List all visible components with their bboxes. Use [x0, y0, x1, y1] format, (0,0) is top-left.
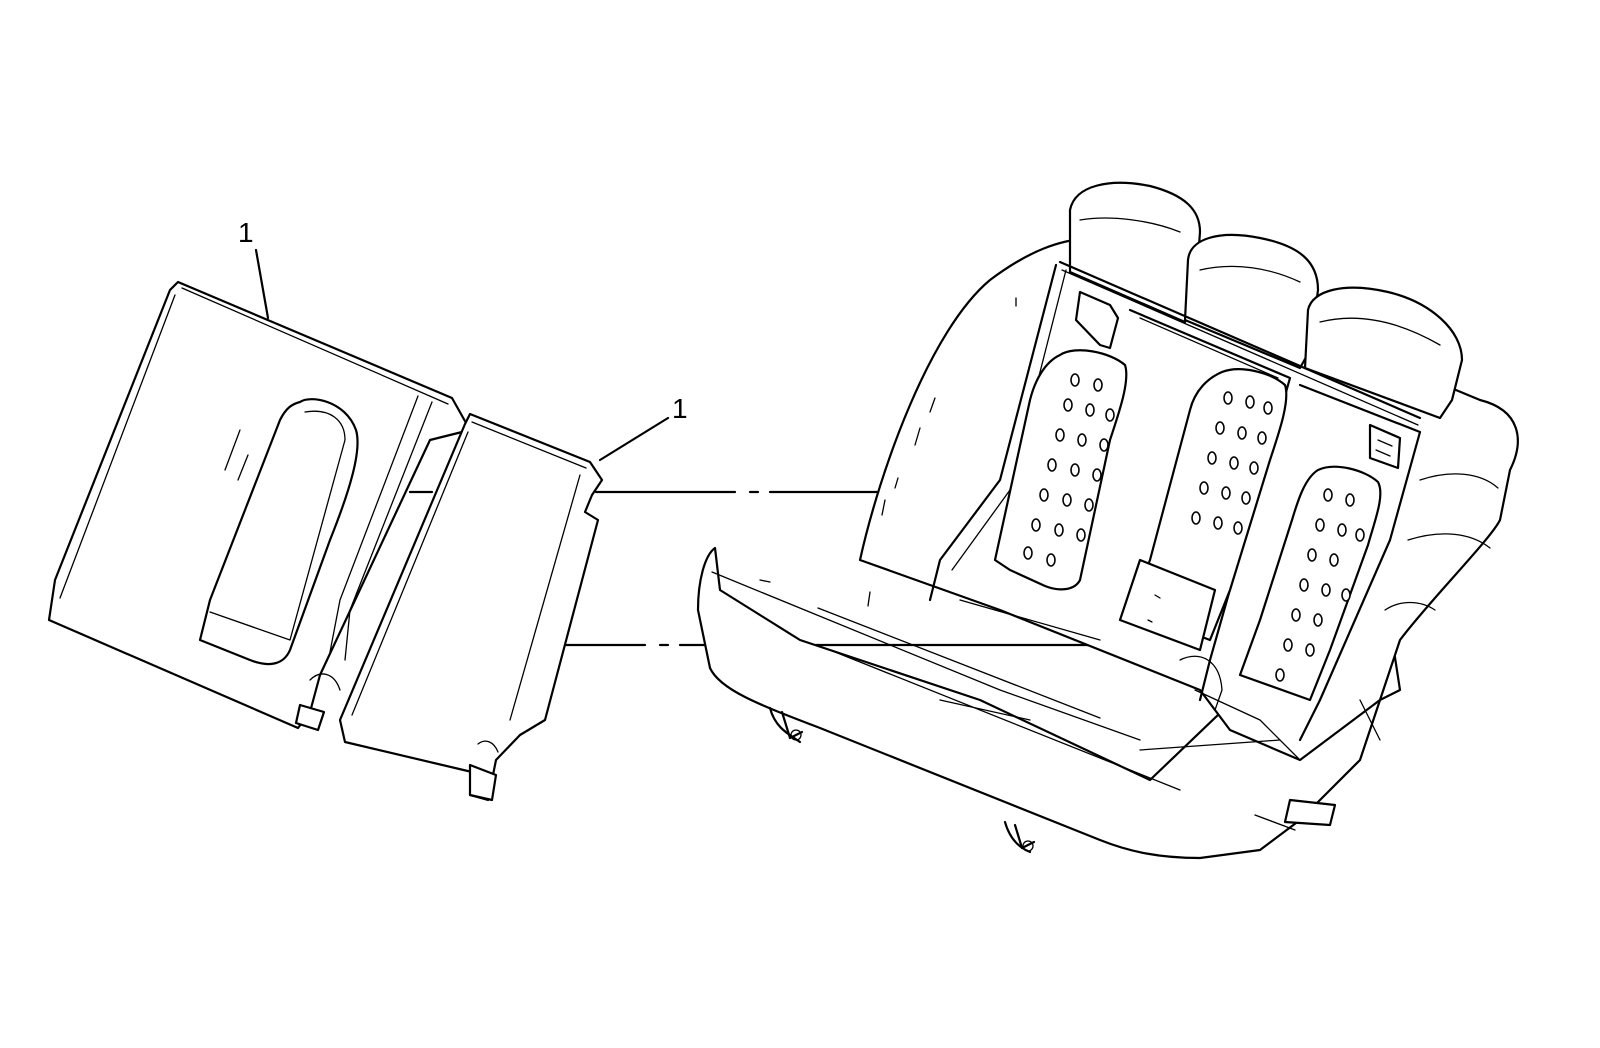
callout-leader-left — [254, 248, 270, 320]
callout-leader-right — [598, 416, 670, 462]
rear-seat-assembly — [696, 181, 1519, 860]
left-seatback-panel — [47, 280, 472, 732]
perforation-holes-middle — [1191, 391, 1273, 535]
perforation-holes-left — [1023, 373, 1115, 567]
perforation-holes-right — [1275, 488, 1365, 682]
seat-mounting-hooks — [768, 706, 1036, 854]
callout-label-right: 1 — [672, 393, 688, 424]
callout-label-left: 1 — [238, 217, 254, 248]
right-seatback-panel — [338, 412, 604, 802]
